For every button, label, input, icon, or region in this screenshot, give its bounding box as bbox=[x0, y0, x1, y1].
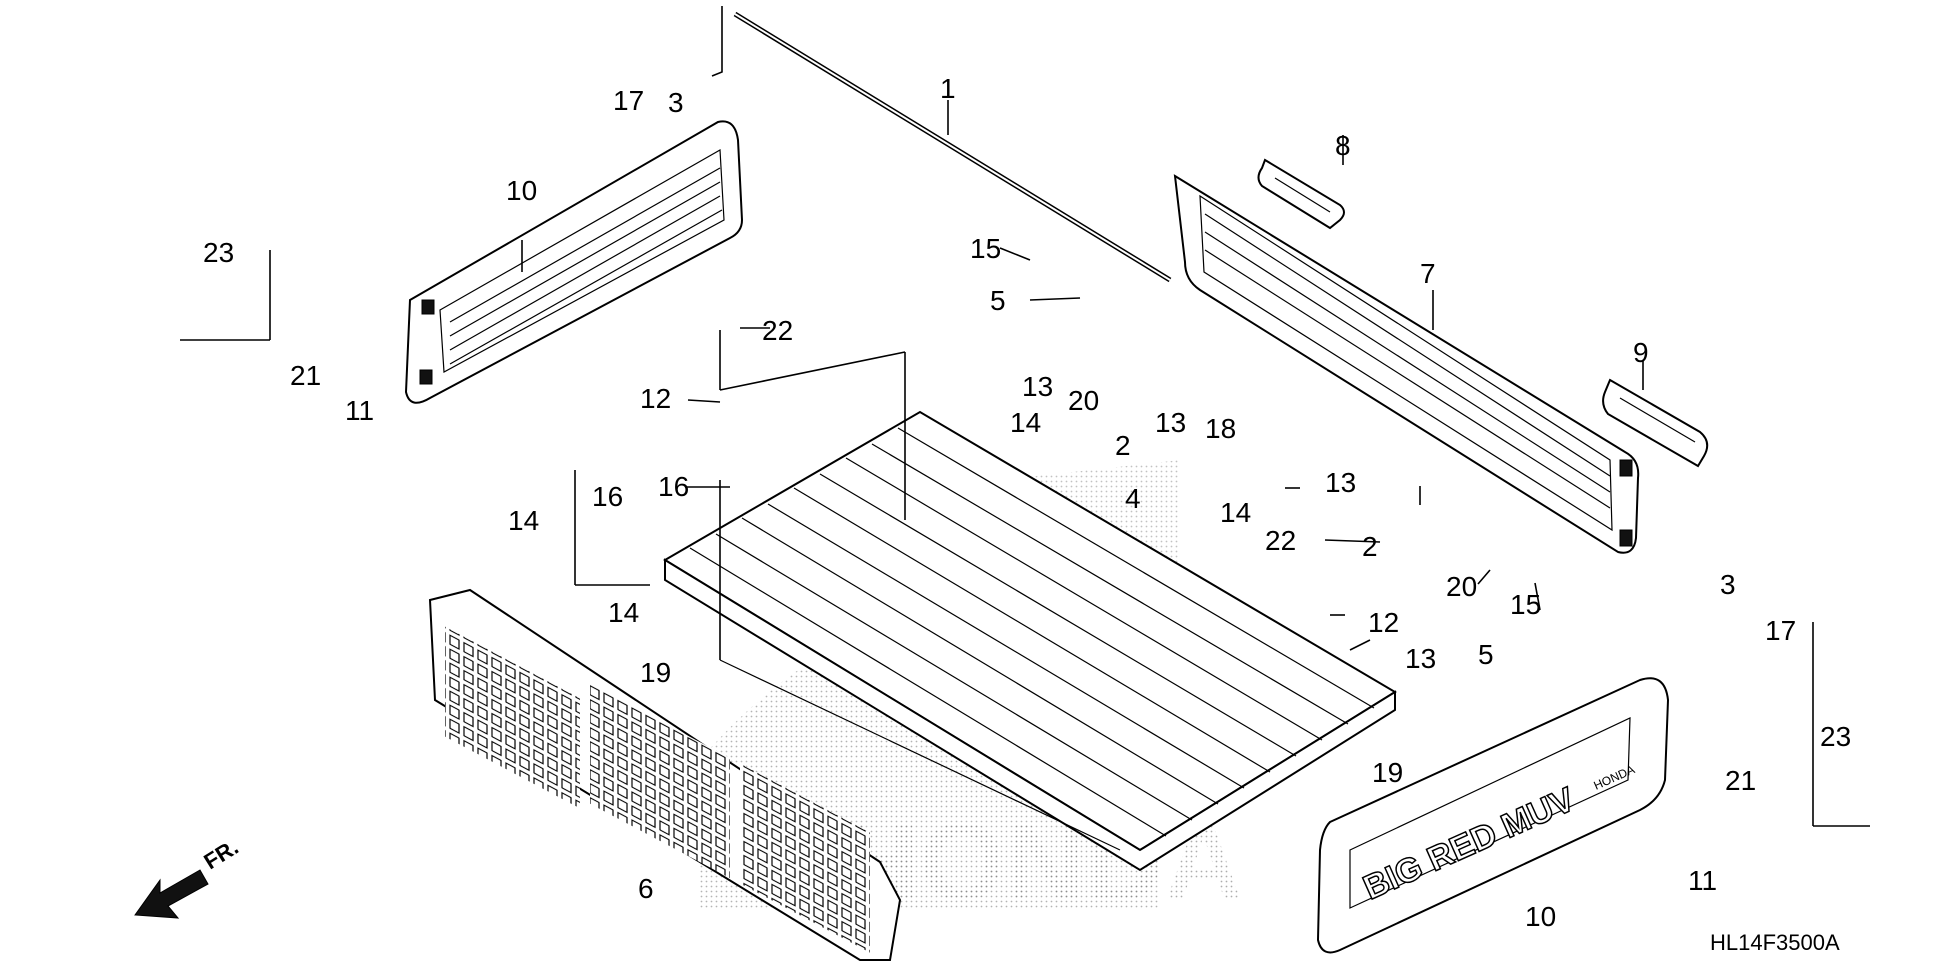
callout-11-left: 11 bbox=[345, 395, 374, 426]
callout-17-right: 17 bbox=[1765, 615, 1796, 646]
callout-13-b: 13 bbox=[1155, 407, 1186, 438]
callouts: 1 17 3 10 23 21 11 8 7 9 15 5 22 12 13 2… bbox=[203, 73, 1851, 932]
callout-23-right: 23 bbox=[1820, 721, 1851, 752]
callout-2-top: 2 bbox=[1115, 430, 1131, 461]
callout-5-top: 5 bbox=[990, 285, 1006, 316]
part-right-side-panel bbox=[1173, 174, 1640, 554]
callout-22-left: 22 bbox=[762, 315, 793, 346]
front-direction-arrow: FR. bbox=[134, 834, 243, 919]
callout-19-right: 19 bbox=[1372, 757, 1403, 788]
callout-9: 9 bbox=[1633, 337, 1649, 368]
callout-16-box: 16 bbox=[592, 481, 623, 512]
callout-1: 1 bbox=[940, 73, 956, 104]
callout-3-top: 3 bbox=[668, 87, 684, 118]
part-latch-left bbox=[1257, 158, 1345, 230]
part-bed-floor bbox=[663, 410, 1397, 872]
callout-12-left: 12 bbox=[640, 383, 671, 414]
callout-15-top: 15 bbox=[970, 233, 1001, 264]
callout-22-right: 22 bbox=[1265, 525, 1296, 556]
direction-label: FR. bbox=[199, 834, 242, 874]
callout-14-center: 14 bbox=[1010, 407, 1041, 438]
callout-13-a: 13 bbox=[1022, 371, 1053, 402]
callout-19-left: 19 bbox=[640, 657, 671, 688]
callout-14-right: 14 bbox=[1220, 497, 1251, 528]
callout-14-left-b: 14 bbox=[608, 597, 639, 628]
callout-17-top: 17 bbox=[613, 85, 644, 116]
callout-2-right: 2 bbox=[1362, 531, 1378, 562]
part-left-side-panel bbox=[404, 120, 744, 404]
callout-21-right: 21 bbox=[1725, 765, 1756, 796]
callout-12-right: 12 bbox=[1368, 607, 1399, 638]
callout-16-bed: 16 bbox=[658, 471, 689, 502]
leader-lines bbox=[180, 100, 1870, 827]
diagram-code: HL14F3500A bbox=[1710, 930, 1840, 955]
callout-3-right: 3 bbox=[1720, 569, 1736, 600]
part-latch-right bbox=[1602, 378, 1709, 468]
part-front-panel bbox=[428, 588, 902, 961]
callout-5-right: 5 bbox=[1478, 639, 1494, 670]
callout-20-right: 20 bbox=[1446, 571, 1477, 602]
callout-10-right: 10 bbox=[1525, 901, 1556, 932]
callout-21-left: 21 bbox=[290, 360, 321, 391]
callout-10-left: 10 bbox=[506, 175, 537, 206]
callout-20-top: 20 bbox=[1068, 385, 1099, 416]
part-emblem-panel: BIG RED MUV HONDA bbox=[1316, 677, 1670, 954]
part-rod bbox=[711, 6, 1172, 283]
callout-23-left: 23 bbox=[203, 237, 234, 268]
callout-15-right: 15 bbox=[1510, 589, 1541, 620]
callout-4: 4 bbox=[1125, 483, 1141, 514]
callout-14-left-a: 14 bbox=[508, 505, 539, 536]
callout-8: 8 bbox=[1335, 130, 1351, 161]
callout-6: 6 bbox=[638, 873, 654, 904]
callout-11-right: 11 bbox=[1688, 865, 1717, 896]
callout-13-c: 13 bbox=[1325, 467, 1356, 498]
callout-18: 18 bbox=[1205, 413, 1236, 444]
callout-13-d: 13 bbox=[1405, 643, 1436, 674]
callout-7: 7 bbox=[1420, 258, 1436, 289]
